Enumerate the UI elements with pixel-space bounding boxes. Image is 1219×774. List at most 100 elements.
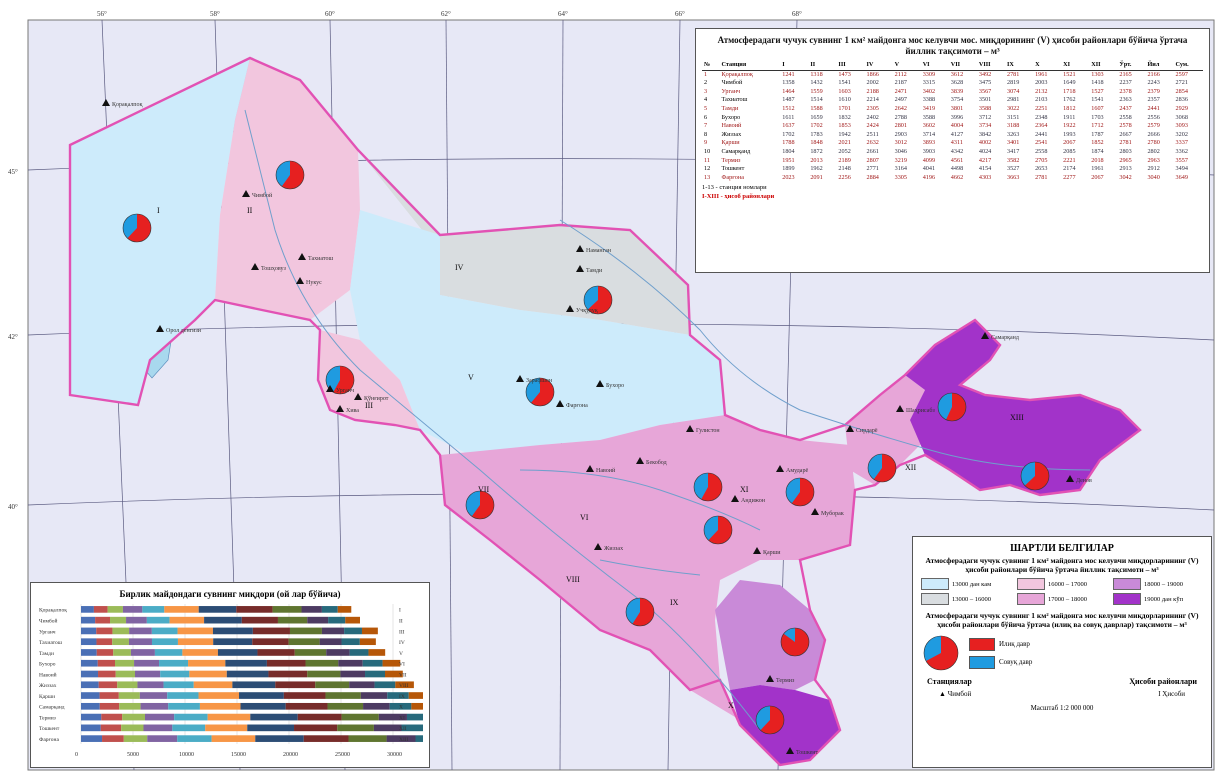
bar-segment bbox=[411, 702, 431, 710]
station-table-panel: Атмосферадаги чучук сувнинг 1 км² майдон… bbox=[695, 28, 1210, 273]
bar-segment bbox=[188, 659, 226, 667]
triangle-icon bbox=[556, 400, 564, 407]
table-cell: 4196 bbox=[922, 173, 936, 181]
table-cell: 4 bbox=[704, 96, 708, 104]
table-cell: 2721 bbox=[1175, 79, 1188, 87]
station-marker: Урганч bbox=[326, 385, 354, 394]
table-cell: 2558 bbox=[1035, 147, 1048, 155]
table-cell: 2705 bbox=[1035, 156, 1048, 164]
region-label: XIII bbox=[1010, 413, 1024, 422]
bar-segment bbox=[232, 681, 276, 689]
table-cell: 11 bbox=[704, 156, 710, 164]
x-tick-label: 10000 bbox=[179, 752, 194, 758]
table-cell: 2437 bbox=[1119, 104, 1132, 112]
table-cell: 1942 bbox=[838, 130, 851, 138]
table-cell: 2801 bbox=[894, 122, 907, 130]
table-cell: 3754 bbox=[950, 96, 964, 104]
table-cell: 4041 bbox=[922, 165, 936, 173]
bar-segment bbox=[177, 735, 212, 742]
table-cell: Бухоро bbox=[721, 113, 741, 121]
triangle-icon bbox=[686, 425, 694, 432]
table-cell: 1649 bbox=[1063, 79, 1076, 87]
table-cell: 1487 bbox=[782, 96, 795, 104]
lon-tick-label: 58° bbox=[210, 10, 220, 18]
pie-marker bbox=[693, 472, 723, 502]
table-header-cell: № bbox=[702, 61, 720, 71]
x-tick-label: 5000 bbox=[127, 752, 139, 758]
bar-segment bbox=[198, 606, 237, 613]
bar-segment bbox=[115, 670, 135, 678]
table-cell: 2579 bbox=[1147, 122, 1160, 130]
table-cell: 3337 bbox=[1175, 139, 1188, 147]
table-cell: 4024 bbox=[978, 147, 992, 155]
bar-segment bbox=[250, 713, 298, 721]
table-cell: 2085 bbox=[1063, 147, 1076, 155]
table-cell: 1812 bbox=[1063, 104, 1076, 112]
bar-segment bbox=[143, 724, 173, 732]
table-cell: 3492 bbox=[978, 70, 992, 78]
bar-segment bbox=[315, 681, 350, 689]
bar-segment bbox=[177, 638, 214, 646]
table-cell: 2103 bbox=[1035, 96, 1048, 104]
triangle-icon bbox=[242, 190, 250, 197]
table-cell: 3712 bbox=[978, 113, 992, 121]
table-cell: 4154 bbox=[978, 165, 992, 173]
country-border bbox=[68, 56, 1142, 767]
table-cell: 2556 bbox=[1147, 113, 1160, 121]
table-cell: 3151 bbox=[1006, 113, 1020, 121]
bar-segment bbox=[207, 713, 251, 721]
bar-segment bbox=[81, 627, 97, 635]
table-cell: 1866 bbox=[866, 70, 879, 78]
legend-class-item: 13000 – 16000 bbox=[921, 593, 1011, 605]
bar-segment bbox=[151, 638, 178, 646]
triangle-icon bbox=[753, 547, 761, 554]
table-cell: 3494 bbox=[1175, 165, 1188, 173]
triangle-icon bbox=[594, 543, 602, 550]
table-cell: 1762 bbox=[1063, 96, 1076, 104]
bar-segment bbox=[327, 702, 364, 710]
bar-segment bbox=[387, 692, 409, 699]
table-cell: 3309 bbox=[922, 70, 936, 78]
bar-region-label: IX bbox=[399, 694, 405, 700]
table-cell: 1702 bbox=[810, 122, 823, 130]
pie-cold-slice bbox=[326, 366, 340, 393]
station-name: Фарғона bbox=[566, 403, 588, 409]
triangle-icon bbox=[731, 495, 739, 502]
station-name: Бекобод bbox=[646, 459, 667, 466]
bar-segment bbox=[325, 692, 361, 699]
pie-cold-slice bbox=[756, 706, 770, 731]
bar-segment bbox=[338, 659, 363, 667]
bar-segment bbox=[130, 649, 155, 656]
table-cell: 1848 bbox=[810, 139, 823, 147]
bar-segment bbox=[406, 713, 431, 721]
bar-segment bbox=[307, 616, 329, 624]
pie-cold-slice bbox=[1021, 462, 1035, 486]
table-cell: 2578 bbox=[1119, 122, 1132, 130]
table-cell: 3401 bbox=[1006, 139, 1020, 147]
table-header-cell: IV bbox=[864, 61, 893, 71]
legend-swatch bbox=[921, 593, 949, 605]
bar-segment bbox=[252, 638, 289, 646]
bar-segment bbox=[154, 649, 183, 656]
station-marker: Денов bbox=[1066, 475, 1092, 484]
triangle-icon bbox=[296, 277, 304, 284]
table-cell: 2237 bbox=[1119, 79, 1132, 87]
table-cell: 1832 bbox=[838, 113, 851, 121]
pie-marker bbox=[583, 285, 613, 315]
station-marker: Нукус bbox=[296, 277, 322, 286]
table-cell: 2148 bbox=[838, 165, 851, 173]
table-cell: 2067 bbox=[1063, 139, 1076, 147]
region-label: XI bbox=[740, 485, 749, 494]
region-label: VI bbox=[580, 513, 589, 522]
station-name: Тошкент bbox=[796, 750, 818, 756]
bar-segment bbox=[95, 616, 111, 624]
legend-swatch bbox=[1113, 593, 1141, 605]
bar-segment bbox=[341, 713, 379, 721]
table-cell: 3419 bbox=[922, 104, 936, 112]
bar-segment bbox=[118, 692, 140, 699]
bar-segment bbox=[240, 702, 286, 710]
pie-marker bbox=[465, 490, 495, 520]
